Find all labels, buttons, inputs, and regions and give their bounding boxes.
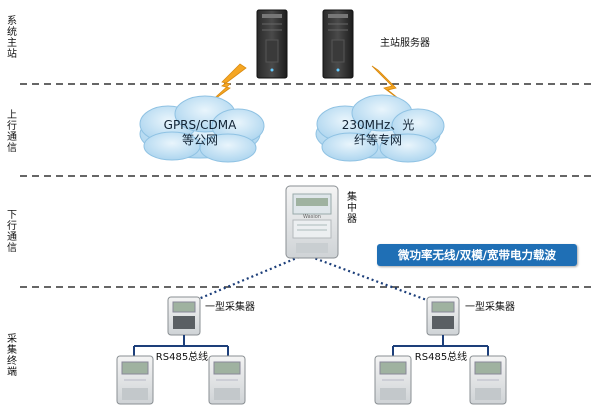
cloud-private-network-label: 230MHz、光 纤等专网 bbox=[328, 118, 428, 148]
meter-icon bbox=[374, 355, 412, 405]
concentrator-label: 集中器 bbox=[347, 192, 357, 225]
bus-label: RS485总线 bbox=[414, 352, 468, 363]
layer-label-downlink: 下行通信 bbox=[7, 210, 17, 254]
rs485-bus bbox=[392, 335, 489, 356]
collector-label: 一型采集器 bbox=[205, 302, 255, 313]
meter-icon bbox=[116, 355, 154, 405]
layer-label-master-station: 系统主站 bbox=[7, 16, 17, 60]
cloud-line: 等公网 bbox=[181, 133, 218, 147]
concentrator-brand: Wasion bbox=[303, 214, 321, 220]
cloud-line: 230MHz、光 bbox=[341, 118, 415, 132]
collector-label: 一型采集器 bbox=[465, 302, 515, 313]
cloud-icon bbox=[315, 94, 445, 163]
server-icon bbox=[256, 9, 288, 79]
collector-icon bbox=[426, 296, 460, 336]
meter-icon bbox=[469, 355, 507, 405]
cloud-line: GPRS/CDMA bbox=[163, 118, 237, 132]
cloud-line: 纤等专网 bbox=[353, 133, 402, 147]
rs485-bus bbox=[133, 335, 229, 356]
server-icon bbox=[322, 9, 354, 79]
layer-label-terminal: 采集终端 bbox=[7, 334, 17, 378]
wireless-link bbox=[305, 253, 441, 307]
cloud-public-network-label: GPRS/CDMA 等公网 bbox=[150, 118, 250, 148]
channel-badge: 微功率无线/双模/宽带电力载波 bbox=[377, 244, 577, 266]
collector-icon bbox=[167, 296, 201, 336]
cloud-icon bbox=[139, 95, 265, 163]
lightning-icon bbox=[207, 63, 247, 105]
bus-label: RS485总线 bbox=[155, 352, 209, 363]
concentrator-icon bbox=[285, 185, 339, 259]
layer-label-uplink: 上行通信 bbox=[7, 110, 17, 154]
servers-label: 主站服务器 bbox=[380, 38, 430, 49]
meter-icon bbox=[208, 355, 246, 405]
wireless-link bbox=[183, 253, 305, 307]
